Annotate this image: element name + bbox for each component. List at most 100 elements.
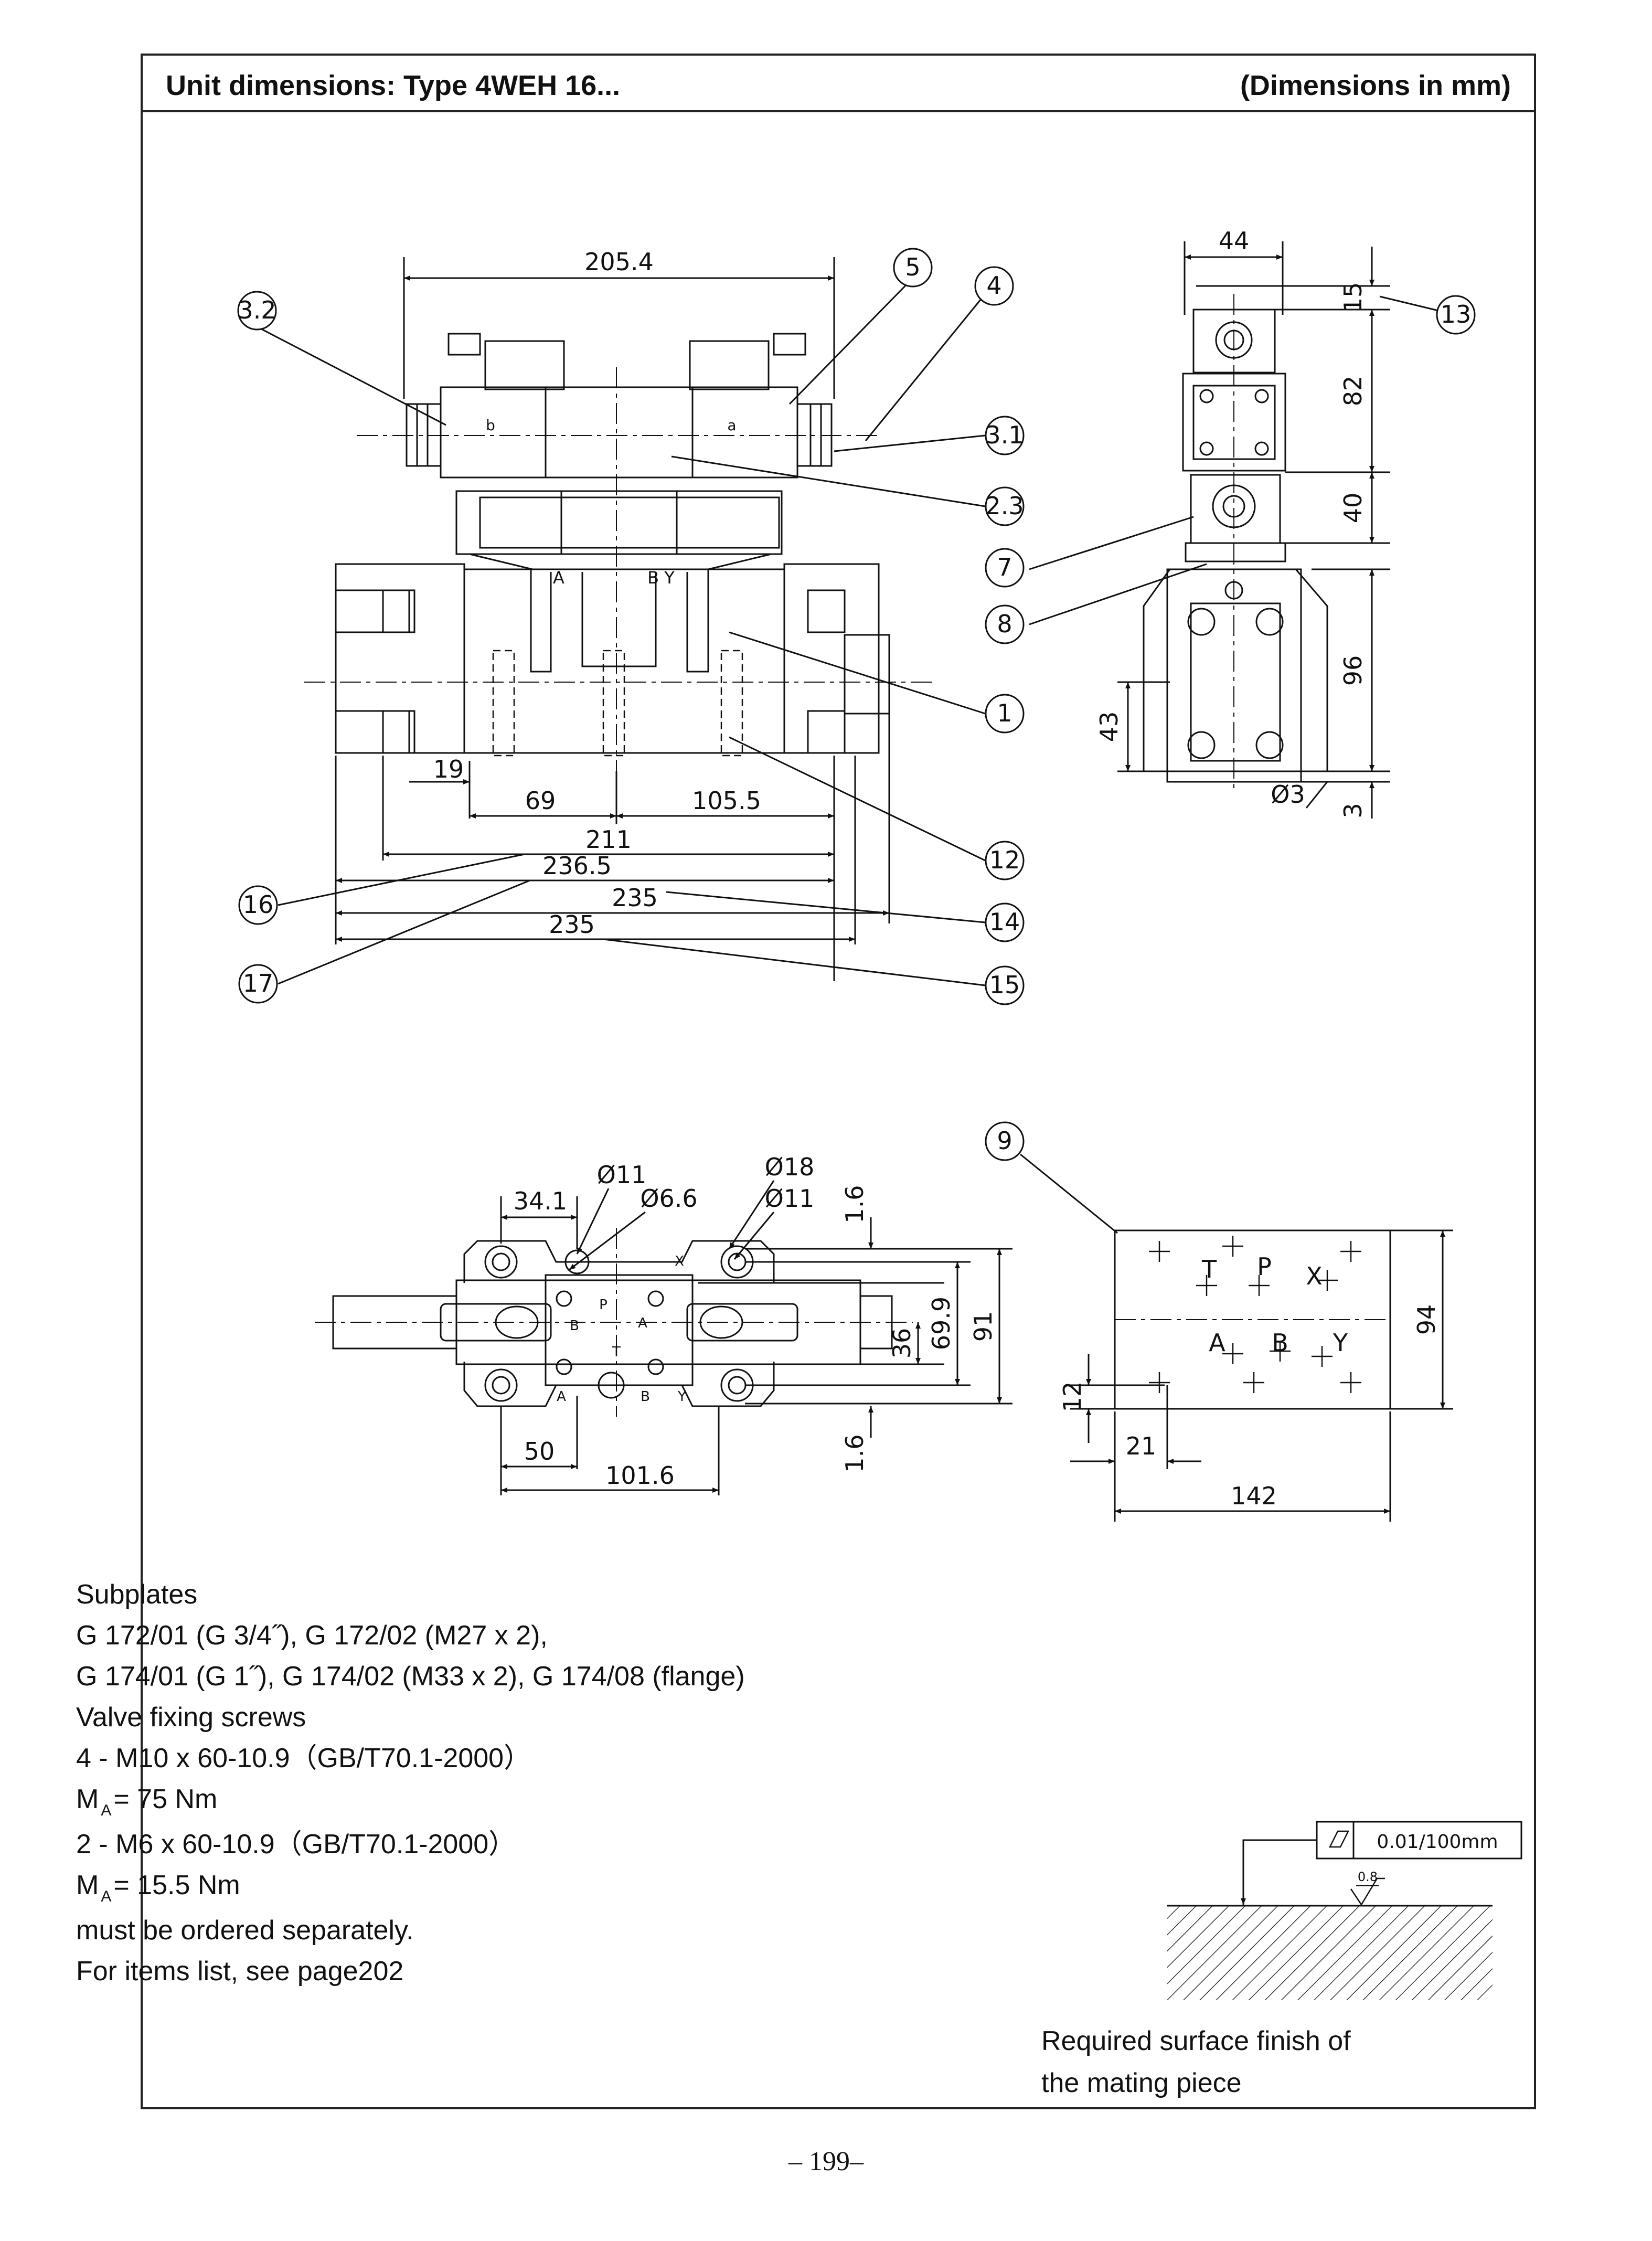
port-label: Y bbox=[1333, 1329, 1348, 1357]
callout-label: 5 bbox=[905, 253, 920, 281]
note-line: must be ordered separately. bbox=[76, 1915, 414, 1946]
callout-1 bbox=[985, 694, 1025, 734]
dim-12: 12 bbox=[1058, 1382, 1086, 1412]
callout-3-2 bbox=[237, 291, 277, 331]
note-line: Valve fixing screws bbox=[76, 1702, 306, 1733]
dim-94: 94 bbox=[1412, 1304, 1441, 1335]
note-line: Subplates bbox=[76, 1579, 198, 1610]
surface-finish-caption: Required surface finish of the mating pi… bbox=[1041, 2026, 1351, 2098]
note-line: G 174/01 (G 1˝), G 174/02 (M33 x 2), G 1… bbox=[76, 1661, 745, 1692]
dim-dia-6-6: Ø6.6 bbox=[640, 1184, 697, 1213]
port-label: B bbox=[641, 1389, 650, 1405]
dim-50: 50 bbox=[524, 1437, 555, 1465]
port-label: T bbox=[612, 1344, 621, 1360]
callout-8 bbox=[985, 604, 1025, 644]
dim-105-5: 105.5 bbox=[692, 787, 761, 815]
port-label: P bbox=[1257, 1252, 1272, 1281]
callout-label: 9 bbox=[997, 1127, 1012, 1155]
port-label: A bbox=[553, 568, 564, 588]
port-label: X bbox=[675, 1254, 684, 1269]
port-label: A bbox=[638, 1315, 647, 1331]
dim-82: 82 bbox=[1339, 376, 1367, 407]
callout-7 bbox=[985, 548, 1025, 588]
callout-9 bbox=[985, 1121, 1025, 1161]
callout-label: 17 bbox=[243, 969, 274, 997]
dim-235: 235 bbox=[549, 910, 595, 939]
callout-2-3 bbox=[985, 486, 1025, 526]
solenoid-label: b bbox=[486, 417, 495, 434]
callout-label: 4 bbox=[986, 271, 1001, 300]
dim-211: 211 bbox=[585, 825, 632, 854]
dim-19: 19 bbox=[433, 755, 464, 783]
dim-43: 43 bbox=[1095, 711, 1123, 742]
port-label: P bbox=[599, 1297, 607, 1313]
dim-21: 21 bbox=[1126, 1432, 1157, 1460]
roughness-value: 0.8 bbox=[1358, 1870, 1378, 1884]
dim-69-9: 69.9 bbox=[927, 1297, 955, 1350]
note-line: 2 - M6 x 60-10.9（GB/T70.1-2000） bbox=[76, 1829, 516, 1860]
dim-36: 36 bbox=[888, 1328, 916, 1359]
surface-finish-symbol bbox=[1167, 1821, 1522, 2000]
callout-label: 14 bbox=[989, 908, 1020, 936]
top-view bbox=[315, 1180, 1012, 1495]
callout-label: 2.3 bbox=[985, 492, 1024, 520]
callout-label: 16 bbox=[243, 890, 274, 919]
dim-15: 15 bbox=[1339, 282, 1367, 313]
callout-12 bbox=[985, 841, 1025, 880]
dim-69: 69 bbox=[525, 787, 556, 815]
dim-235: 235 bbox=[612, 884, 658, 912]
dim-dia-18: Ø18 bbox=[765, 1153, 815, 1181]
callout-label: 3.1 bbox=[985, 421, 1024, 449]
solenoid-label: a bbox=[727, 417, 736, 434]
port-label: B bbox=[1272, 1329, 1288, 1357]
callout-4 bbox=[974, 266, 1014, 306]
units-note: (Dimensions in mm) bbox=[1240, 70, 1511, 101]
callout-16 bbox=[238, 885, 278, 925]
callout-5 bbox=[893, 248, 933, 288]
dim-3: 3 bbox=[1339, 803, 1367, 818]
notes-block: Subplates G 172/01 (G 3/4˝), G 172/02 (M… bbox=[76, 1574, 745, 1992]
dim-44: 44 bbox=[1219, 227, 1250, 255]
callout-label: 7 bbox=[997, 553, 1012, 581]
page-title: Unit dimensions: Type 4WEH 16... bbox=[166, 70, 621, 101]
port-label: A bbox=[557, 1389, 566, 1405]
dim-dia-11: Ø11 bbox=[765, 1184, 815, 1213]
dim-34-1: 34.1 bbox=[514, 1187, 567, 1215]
callout-14 bbox=[985, 902, 1025, 942]
header-bar: Unit dimensions: Type 4WEH 16... (Dimens… bbox=[143, 56, 1534, 112]
port-label: B Y bbox=[647, 568, 675, 588]
dim-236-5: 236.5 bbox=[542, 852, 612, 880]
callout-label: 13 bbox=[1441, 300, 1472, 328]
callout-13 bbox=[1436, 295, 1476, 335]
note-line: For items list, see page202 bbox=[76, 1956, 404, 1987]
dim-40: 40 bbox=[1339, 493, 1367, 524]
callout-15 bbox=[985, 965, 1025, 1005]
mounting-face bbox=[1020, 1153, 1453, 1522]
dim-1-6: 1.6 bbox=[840, 1434, 869, 1472]
callout-label: 1 bbox=[997, 699, 1012, 727]
callout-label: 3.2 bbox=[238, 296, 276, 324]
page-frame: Unit dimensions: Type 4WEH 16... (Dimens… bbox=[141, 54, 1536, 2109]
callout-17 bbox=[238, 964, 278, 1004]
port-label: T bbox=[1201, 1255, 1217, 1283]
side-view bbox=[1029, 241, 1456, 819]
flatness-tolerance: 0.01/100mm bbox=[1377, 1831, 1498, 1853]
callout-3-1 bbox=[985, 416, 1025, 455]
callout-label: 15 bbox=[989, 971, 1020, 999]
callout-label: 12 bbox=[989, 846, 1020, 874]
dim-91: 91 bbox=[969, 1311, 997, 1342]
dim-96: 96 bbox=[1339, 655, 1367, 686]
dim-dia-3: Ø3 bbox=[1271, 780, 1305, 809]
port-label: Y bbox=[677, 1389, 686, 1405]
dim-142: 142 bbox=[1231, 1482, 1277, 1510]
port-label: A bbox=[1209, 1329, 1225, 1357]
page-number: – 199– bbox=[788, 2147, 864, 2176]
note-line: 4 - M10 x 60-10.9（GB/T70.1-2000） bbox=[76, 1743, 531, 1773]
callout-label: 8 bbox=[997, 610, 1012, 638]
dim-dia-11: Ø11 bbox=[597, 1161, 647, 1189]
port-label: B bbox=[570, 1318, 579, 1334]
dim-101-6: 101.6 bbox=[605, 1461, 675, 1490]
